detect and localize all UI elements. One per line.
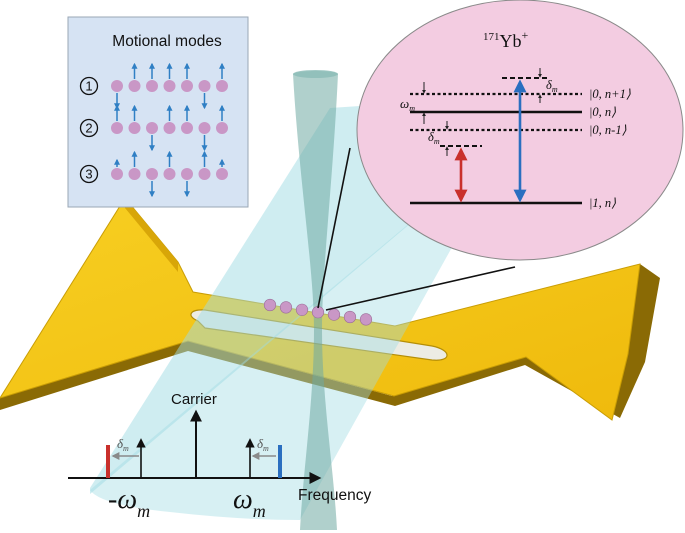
neg-omega-m-label: -ωm — [108, 484, 150, 521]
mode-row-2: 2 — [79, 104, 228, 152]
trap-ion — [343, 310, 357, 324]
mode-number-circle — [79, 76, 99, 96]
species-symbol: Yb — [500, 31, 522, 51]
mode-ion — [128, 168, 141, 180]
trap-ion — [263, 298, 277, 312]
trap-ion-chain — [263, 298, 373, 326]
mode-number-label: 2 — [85, 121, 92, 136]
mode-ion — [146, 80, 158, 92]
mode-ion — [181, 168, 193, 180]
mode-ion — [181, 122, 193, 134]
species-label: 171Yb+ — [483, 28, 529, 51]
motional-modes-inset: Motional modes 1 2 3 — [67, 16, 249, 208]
mode-ion — [198, 122, 211, 134]
mode-row-3: 3 — [79, 150, 228, 198]
spectrum-plot: Frequency Carrier δm -ωm δm ωm — [68, 391, 371, 521]
mode-ion — [146, 168, 158, 180]
trap-ion — [295, 303, 309, 316]
trap-ion — [327, 308, 341, 321]
trap-top — [0, 197, 641, 421]
zoom-line-lower — [325, 266, 516, 311]
mode-ion — [163, 168, 176, 180]
mode-ion — [216, 122, 228, 134]
mode-ion — [163, 122, 176, 134]
mode-ion — [128, 122, 141, 134]
mode-row-1: 1 — [79, 62, 228, 110]
mode-number-circle — [79, 164, 99, 184]
mode-ion — [181, 80, 193, 92]
level-label-n-plus-1: |0, n+1⟩ — [589, 87, 631, 101]
mode-ion — [216, 80, 228, 92]
delta-m-label-spec-red: δm — [117, 436, 129, 453]
carrier-label: Carrier — [171, 391, 217, 408]
mode-number-circle — [79, 118, 99, 138]
mode-ion — [198, 168, 211, 180]
mode-ion — [198, 80, 211, 92]
mode-number-label: 1 — [85, 79, 92, 94]
delta-m-label-spec-blue: δm — [257, 436, 269, 453]
pos-omega-m-label: ωm — [233, 484, 266, 521]
motional-modes-title: Motional modes — [112, 33, 222, 50]
frequency-label: Frequency — [298, 487, 371, 504]
species-charge: + — [522, 28, 529, 42]
trap-ion — [359, 313, 373, 326]
delta-m-label-red: δm — [428, 130, 440, 146]
mode-ion — [216, 168, 228, 180]
level-label-n: |0, n⟩ — [589, 105, 616, 119]
mode-rows: 1 2 3 — [79, 62, 228, 198]
delta-m-label-blue: δm — [546, 78, 558, 94]
zoom-line-upper — [317, 147, 351, 309]
level-label-n-minus-1: |0, n-1⟩ — [589, 123, 627, 137]
mode-ion — [111, 122, 123, 134]
focused-beam — [293, 70, 338, 530]
energy-level-bubble: 171Yb+ |0, n+1⟩ |0, n⟩ |0, n-1⟩ |1, n⟩ ω… — [356, 0, 684, 261]
trap-ion — [279, 301, 293, 314]
omega-m-label: ωm — [400, 96, 415, 113]
mode-ion — [163, 80, 176, 92]
level-label-1-n: |1, n⟩ — [589, 196, 616, 210]
trap-ion — [311, 306, 325, 319]
mode-ion — [111, 80, 123, 92]
mode-ion — [146, 122, 158, 134]
mode-ion — [128, 80, 141, 92]
mode-ion — [111, 168, 123, 180]
mode-number-label: 3 — [85, 167, 92, 182]
species-mass: 171 — [483, 31, 500, 43]
